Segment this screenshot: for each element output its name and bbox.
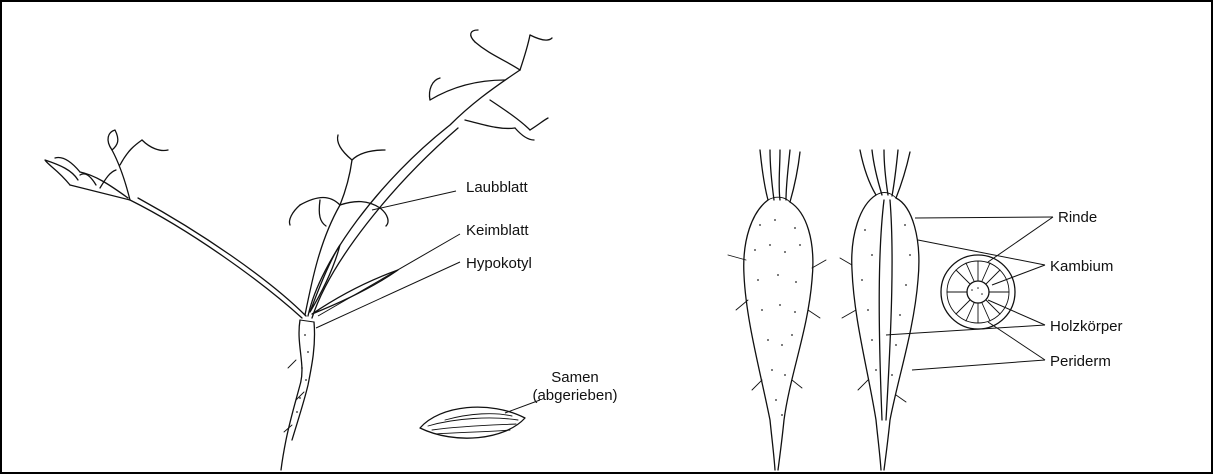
label-samen-note: (abgerieben) — [532, 387, 617, 404]
leaf-cluster-middle — [289, 135, 388, 226]
leaf-cluster-left — [45, 130, 168, 200]
carrot-whole-stipple — [754, 219, 801, 416]
leader-periderm-2 — [988, 322, 1045, 360]
leader-periderm-1 — [912, 360, 1045, 370]
leader-holzkoerper-2 — [988, 300, 1045, 325]
label-kambium: Kambium — [1050, 258, 1113, 275]
cross-section — [941, 255, 1015, 329]
label-samen: Samen — [551, 369, 599, 386]
carrot-section — [840, 150, 919, 470]
label-rinde: Rinde — [1058, 209, 1097, 226]
carrot-whole-body — [744, 200, 813, 470]
cotyledon-2 — [312, 270, 398, 314]
seedling-plant — [45, 30, 552, 470]
carrot-section-stipple — [861, 224, 911, 376]
leader-rinde-1 — [915, 217, 1053, 218]
leader-hypokotyl — [316, 262, 460, 328]
label-holzkoerper: Holzkörper — [1050, 318, 1123, 335]
leader-laubblatt — [372, 191, 456, 210]
seedling-root — [281, 320, 302, 470]
leaf-cluster-top — [429, 30, 552, 140]
main-stem-left — [130, 200, 302, 318]
label-periderm: Periderm — [1050, 353, 1111, 370]
carrot-whole — [728, 150, 826, 470]
label-keimblatt: Keimblatt — [466, 222, 529, 239]
leader-kambium-2 — [992, 265, 1045, 285]
carrot-section-body — [852, 195, 919, 470]
label-laubblatt: Laubblatt — [466, 179, 529, 196]
label-hypokotyl: Hypokotyl — [466, 255, 532, 272]
cotyledon-1 — [310, 245, 340, 312]
